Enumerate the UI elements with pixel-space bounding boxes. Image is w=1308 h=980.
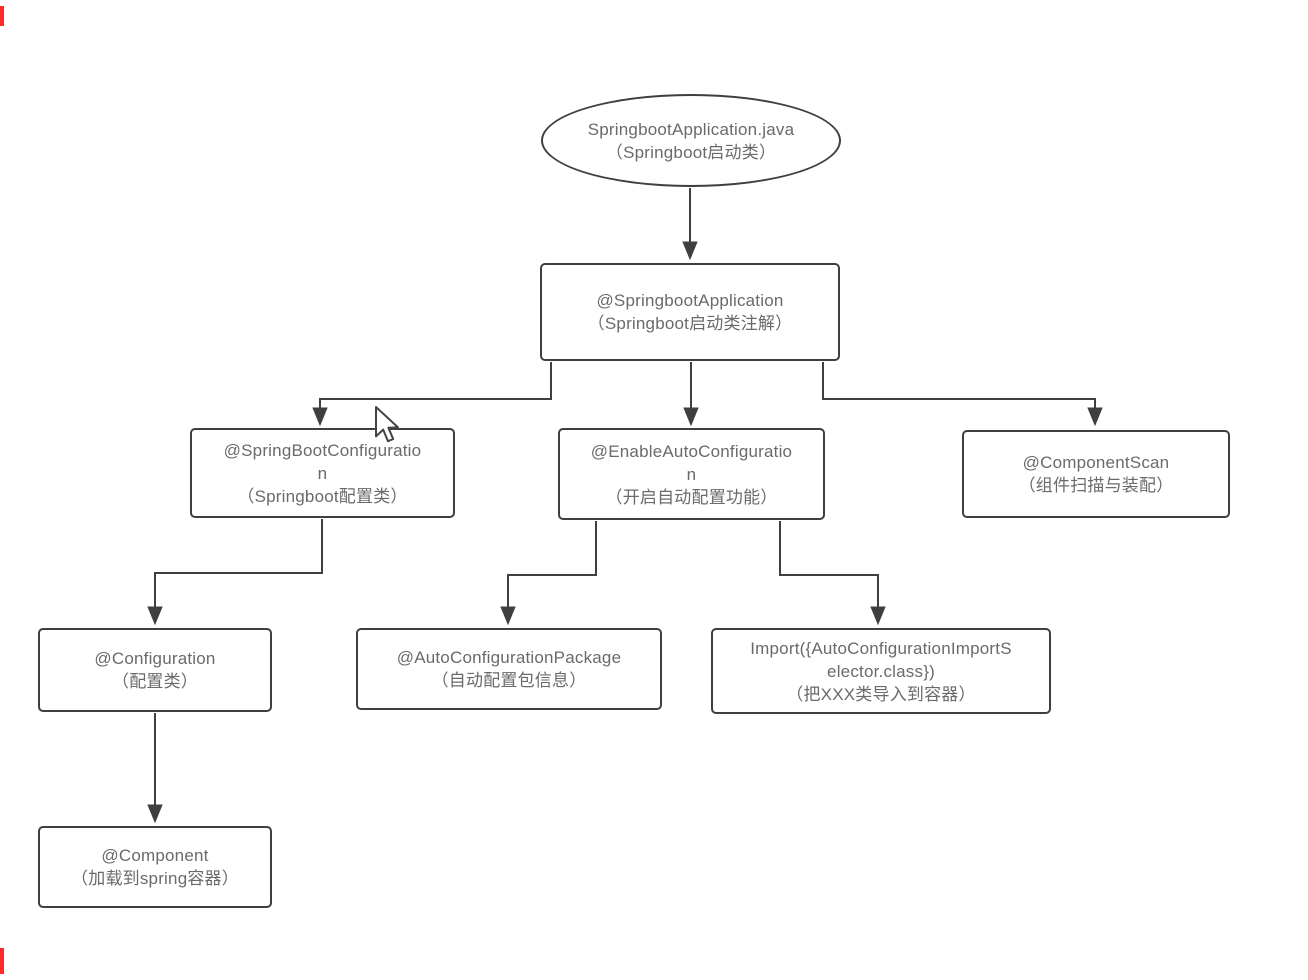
node-label: （把XXX类导入到容器） [786,684,976,704]
node-label: n [686,464,697,484]
node-label: （组件扫描与装配） [1018,476,1174,495]
node-enable-auto-configuration: @EnableAutoConfiguratio n （开启自动配置功能） [558,428,825,520]
node-import-auto-configuration-import-selector: Import({AutoConfigurationImportS elector… [711,628,1051,714]
node-component: @Component （加载到spring容器） [38,826,272,908]
node-label: （配置类） [112,672,198,691]
node-label: （Springboot启动类注解） [587,314,793,333]
edge-annotation-to-springbootconfiguration [312,362,552,427]
node-label: @ComponentScan [1022,453,1170,472]
node-label: （Springboot配置类） [237,486,408,506]
node-label: @AutoConfigurationPackage [396,648,622,667]
node-label: elector.class}) [827,661,935,681]
node-springboot-application-java: SpringbootApplication.java （Springboot启动… [541,94,841,187]
edge-springbootconfiguration-to-configuration [147,519,323,626]
node-label: （加载到spring容器） [71,869,239,888]
node-label: Import({AutoConfigurationImportS [750,638,1012,658]
screen-edge-red-mark-top [0,6,4,26]
node-label: @Component [101,846,209,865]
node-springboot-application-annotation: @SpringbootApplication （Springboot启动类注解） [540,263,840,361]
node-label: n [317,463,328,483]
edge-enableautoconfiguration-to-autoconfigurationpackage [500,521,597,626]
node-label: @SpringbootApplication [596,291,784,310]
edge-annotation-to-componentscan [822,362,1103,427]
node-label: SpringbootApplication.java [587,119,795,139]
node-configuration: @Configuration （配置类） [38,628,272,712]
node-spring-boot-configuration: @SpringBootConfiguratio n （Springboot配置类… [190,428,455,518]
node-label: （Springboot启动类） [605,142,777,162]
screen-edge-red-mark-bottom [0,948,4,974]
node-auto-configuration-package: @AutoConfigurationPackage （自动配置包信息） [356,628,662,710]
node-label: @EnableAutoConfiguratio [590,441,793,461]
node-component-scan: @ComponentScan （组件扫描与装配） [962,430,1230,518]
edge-enableautoconfiguration-to-import [779,521,886,626]
node-label: @SpringBootConfiguratio [223,440,422,460]
node-label: （开启自动配置功能） [605,487,778,507]
node-label: @Configuration [94,649,216,668]
node-label: （自动配置包信息） [431,671,587,690]
